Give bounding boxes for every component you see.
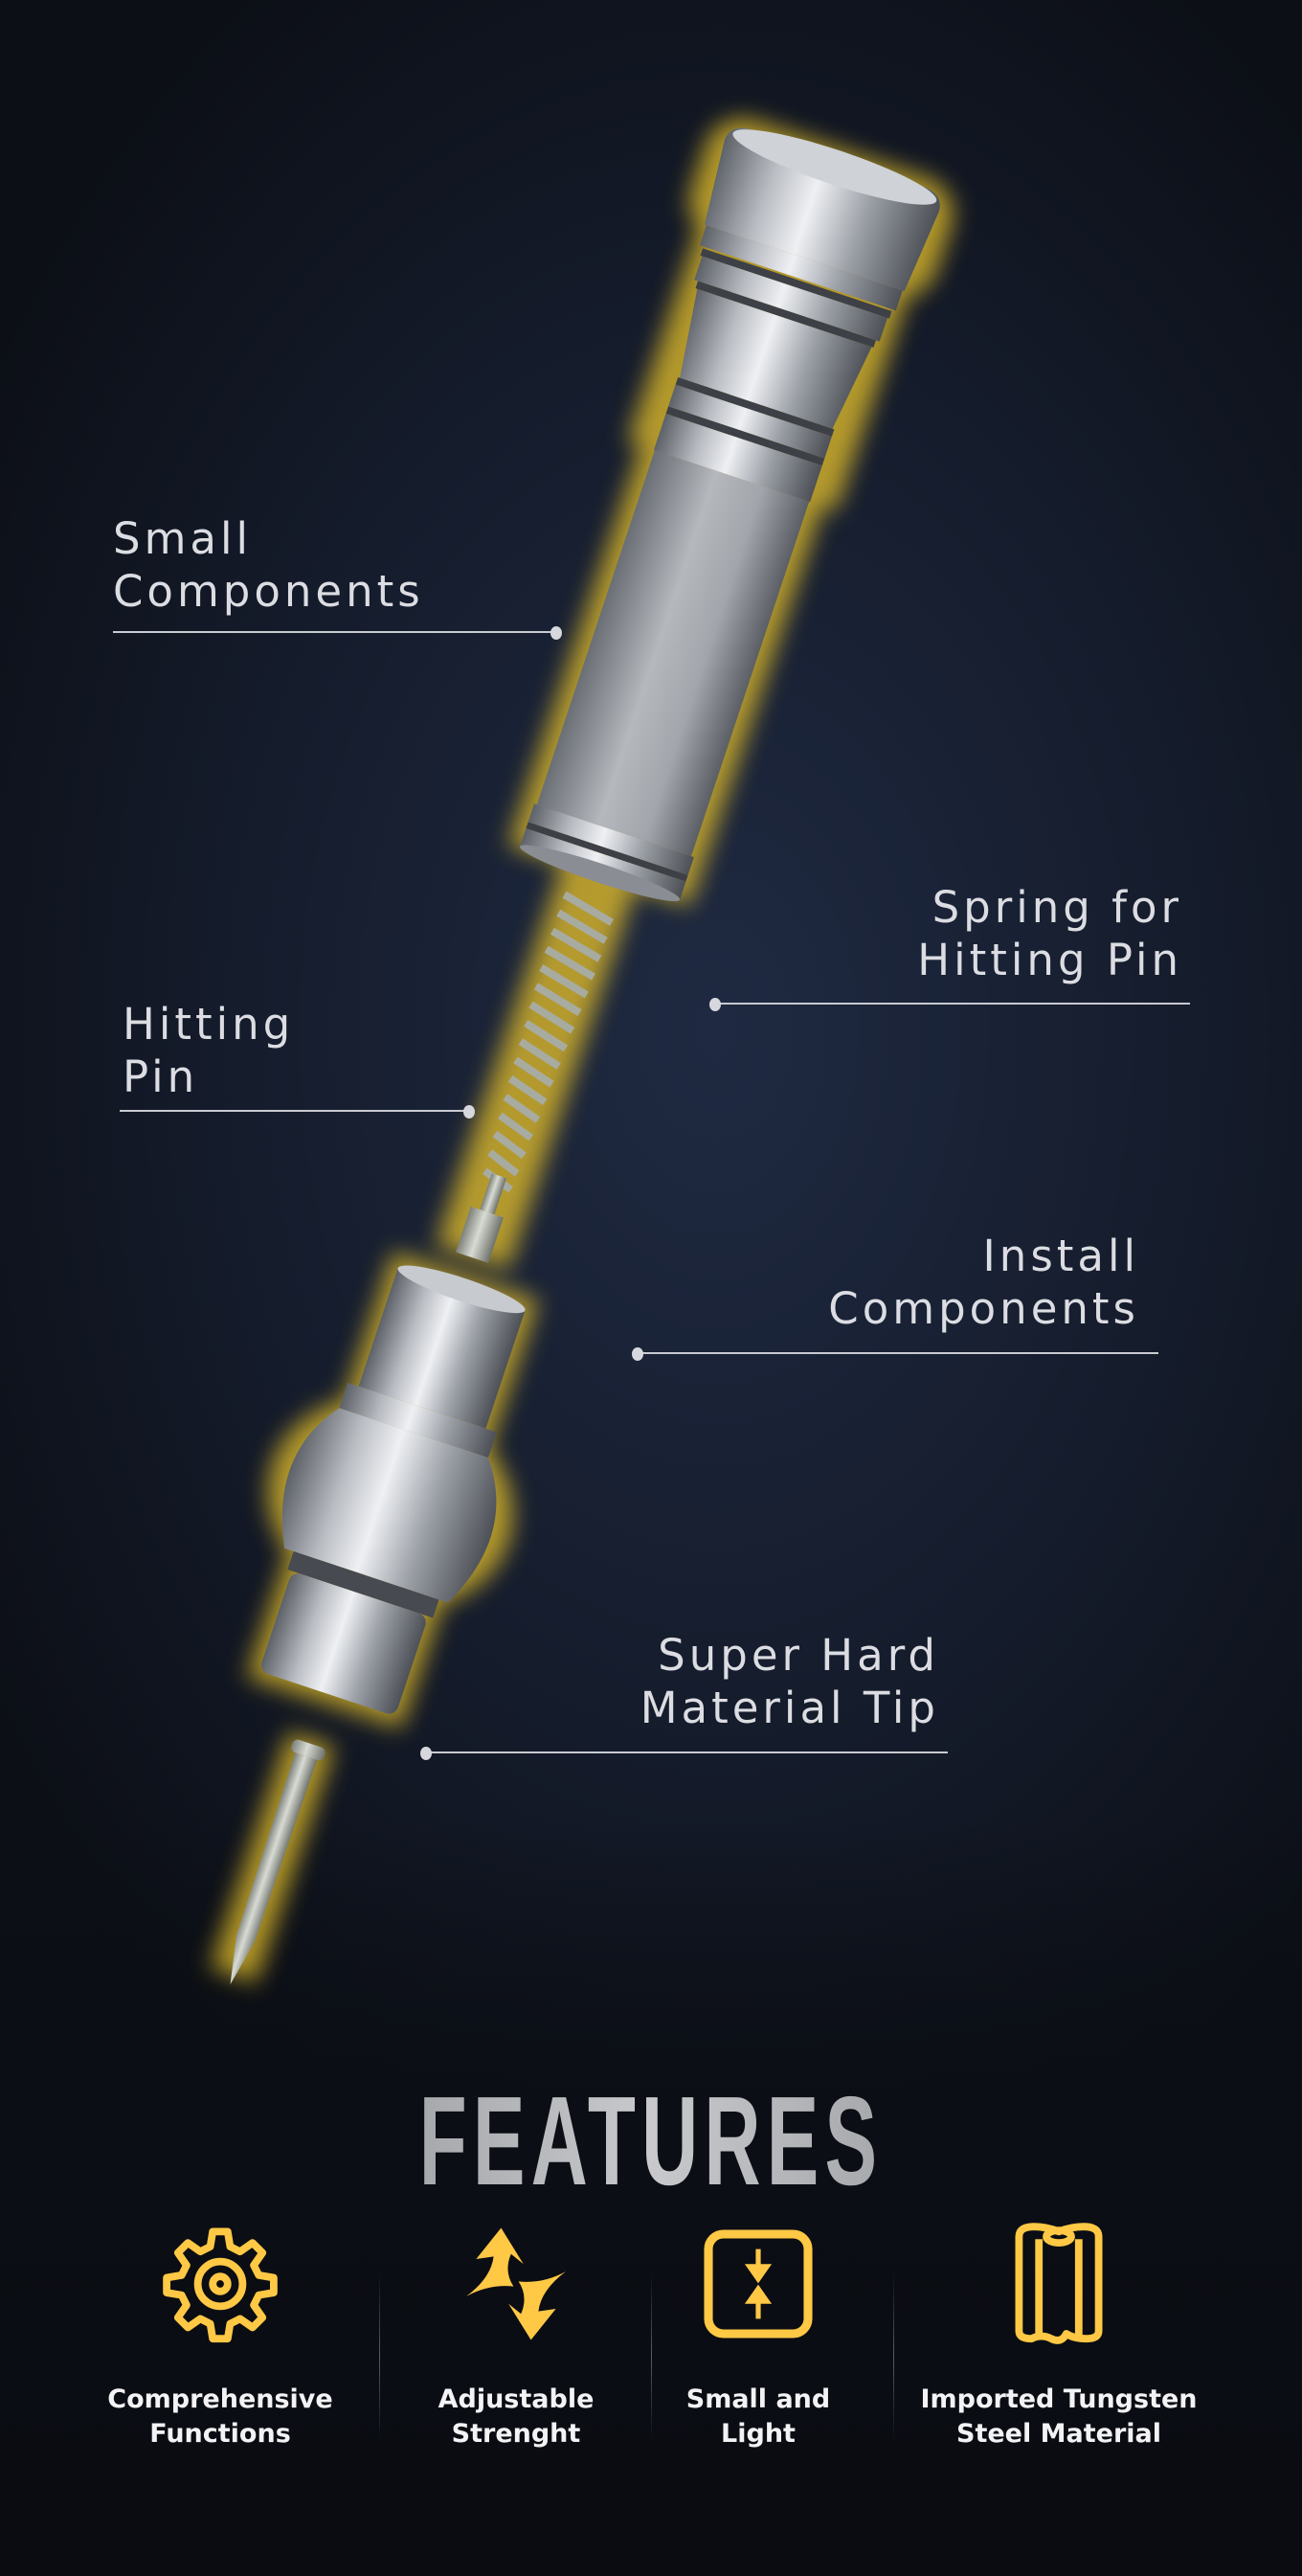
features-title: FEATURES <box>247 2068 1054 2213</box>
feature-label: Adjustable <box>438 2384 595 2414</box>
leader-dot <box>420 1747 432 1760</box>
gear-icon <box>163 2227 278 2343</box>
feature-label: Steel Material <box>956 2419 1161 2449</box>
callout-text: Spring for <box>932 882 1182 933</box>
callout-install-components: Install Components <box>828 1230 1139 1335</box>
body-upper-part <box>653 127 940 503</box>
leader-line <box>113 631 555 633</box>
tungsten-tip <box>230 1739 326 1985</box>
divider <box>651 2272 652 2440</box>
leader-dot <box>463 1105 475 1119</box>
compress-icon <box>704 2229 813 2339</box>
hitting-pin <box>455 1173 507 1263</box>
callout-text: Material Tip <box>640 1683 939 1733</box>
install-component <box>261 1265 526 1714</box>
callout-text: Components <box>113 566 424 617</box>
callout-hitting-pin: Hitting Pin <box>123 998 294 1103</box>
callout-text: Components <box>828 1283 1139 1334</box>
background-fade <box>0 1819 1302 2576</box>
callout-text: Small <box>113 513 252 564</box>
leader-line <box>716 1003 1190 1005</box>
feature-label: Small and <box>685 2384 831 2414</box>
leader-dot <box>550 626 562 640</box>
leader-dot <box>709 998 721 1011</box>
callout-spring: Spring for Hitting Pin <box>917 881 1182 986</box>
feature-label: Light <box>721 2419 796 2449</box>
leader-line <box>639 1352 1158 1354</box>
callout-text: Super Hard <box>658 1630 939 1681</box>
callout-small-components: Small Components <box>113 512 424 618</box>
feature-label: Imported Tungsten <box>920 2384 1198 2414</box>
spring <box>482 891 614 1193</box>
rotate-arrows-icon <box>466 2227 566 2340</box>
feature-label: Strenght <box>451 2419 581 2449</box>
callout-text: Install <box>982 1231 1139 1281</box>
feature-label: Comprehensive <box>107 2384 333 2414</box>
center-punch-exploded-illustration <box>210 118 954 1985</box>
divider <box>379 2272 380 2440</box>
callout-text: Hitting <box>123 999 295 1050</box>
cylinders-icon <box>1015 2223 1103 2344</box>
callout-text: Hitting Pin <box>917 935 1182 985</box>
feature-label: Functions <box>149 2419 291 2449</box>
leader-line <box>426 1751 948 1753</box>
leader-line <box>120 1110 469 1112</box>
leader-dot <box>632 1347 643 1361</box>
divider <box>893 2272 894 2440</box>
callout-material-tip: Super Hard Material Tip <box>640 1629 939 1734</box>
knurled-grip <box>520 450 810 902</box>
callout-text: Pin <box>123 1051 199 1102</box>
